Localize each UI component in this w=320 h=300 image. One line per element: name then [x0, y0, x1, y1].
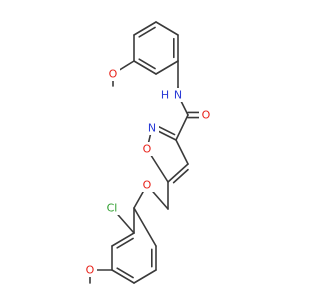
bond-ring1-4	[133, 60, 157, 75]
oxygen-atom-methoxy-top: O	[109, 68, 118, 81]
bond-ring1-3	[155, 60, 179, 75]
oxygen-atom-ether-background	[140, 178, 154, 192]
chlorine-atom: Cl	[107, 202, 118, 215]
bond-ring2-2	[116, 237, 134, 249]
bond-ring2-4	[111, 269, 135, 284]
bond-isoxazole-c5-c4	[167, 163, 189, 183]
chlorine-atom-background	[102, 201, 122, 215]
bond-ring2-4	[116, 267, 134, 279]
oxygen-atom-carbonyl: O	[202, 109, 211, 122]
nitrogen-atom-amide: N	[174, 89, 182, 102]
oxygen-atom-ether: O	[143, 179, 152, 192]
oxygen-atom-carbonyl-background	[199, 108, 213, 122]
oxygen-atom-methoxy-bottom: O	[86, 264, 95, 277]
bond-ring1-6	[138, 26, 156, 38]
bond-ring2-5	[133, 269, 157, 284]
bond-isoxazole-c4-c3	[175, 139, 189, 165]
hydrogen-atom-amide-background	[158, 88, 172, 102]
oxygen-atom-isoxazole-background	[140, 142, 154, 156]
bond-isoxazole-c3-n	[156, 125, 176, 136]
nitrogen-atom-isoxazole: N	[148, 122, 156, 135]
bond-ring1-4	[138, 58, 156, 70]
bond-ring2-7	[133, 207, 157, 247]
bond-ring1-6	[133, 21, 157, 36]
bond-ring1-1	[155, 21, 179, 36]
oxygen-atom-methoxy-top-background	[106, 67, 120, 81]
bond-carbonyl-isoxazole	[175, 114, 189, 141]
nitrogen-atom-isoxazole-background	[145, 121, 159, 135]
bond-isoxazole-c5-c4	[172, 168, 189, 184]
bond-ring2-2	[111, 232, 135, 247]
hydrogen-atom-amide: H	[161, 89, 169, 102]
oxygen-atom-isoxazole: O	[143, 143, 152, 156]
oxygen-atom-methoxy-bottom-background	[83, 263, 97, 277]
nitrogen-atom-amide-background	[171, 88, 185, 102]
